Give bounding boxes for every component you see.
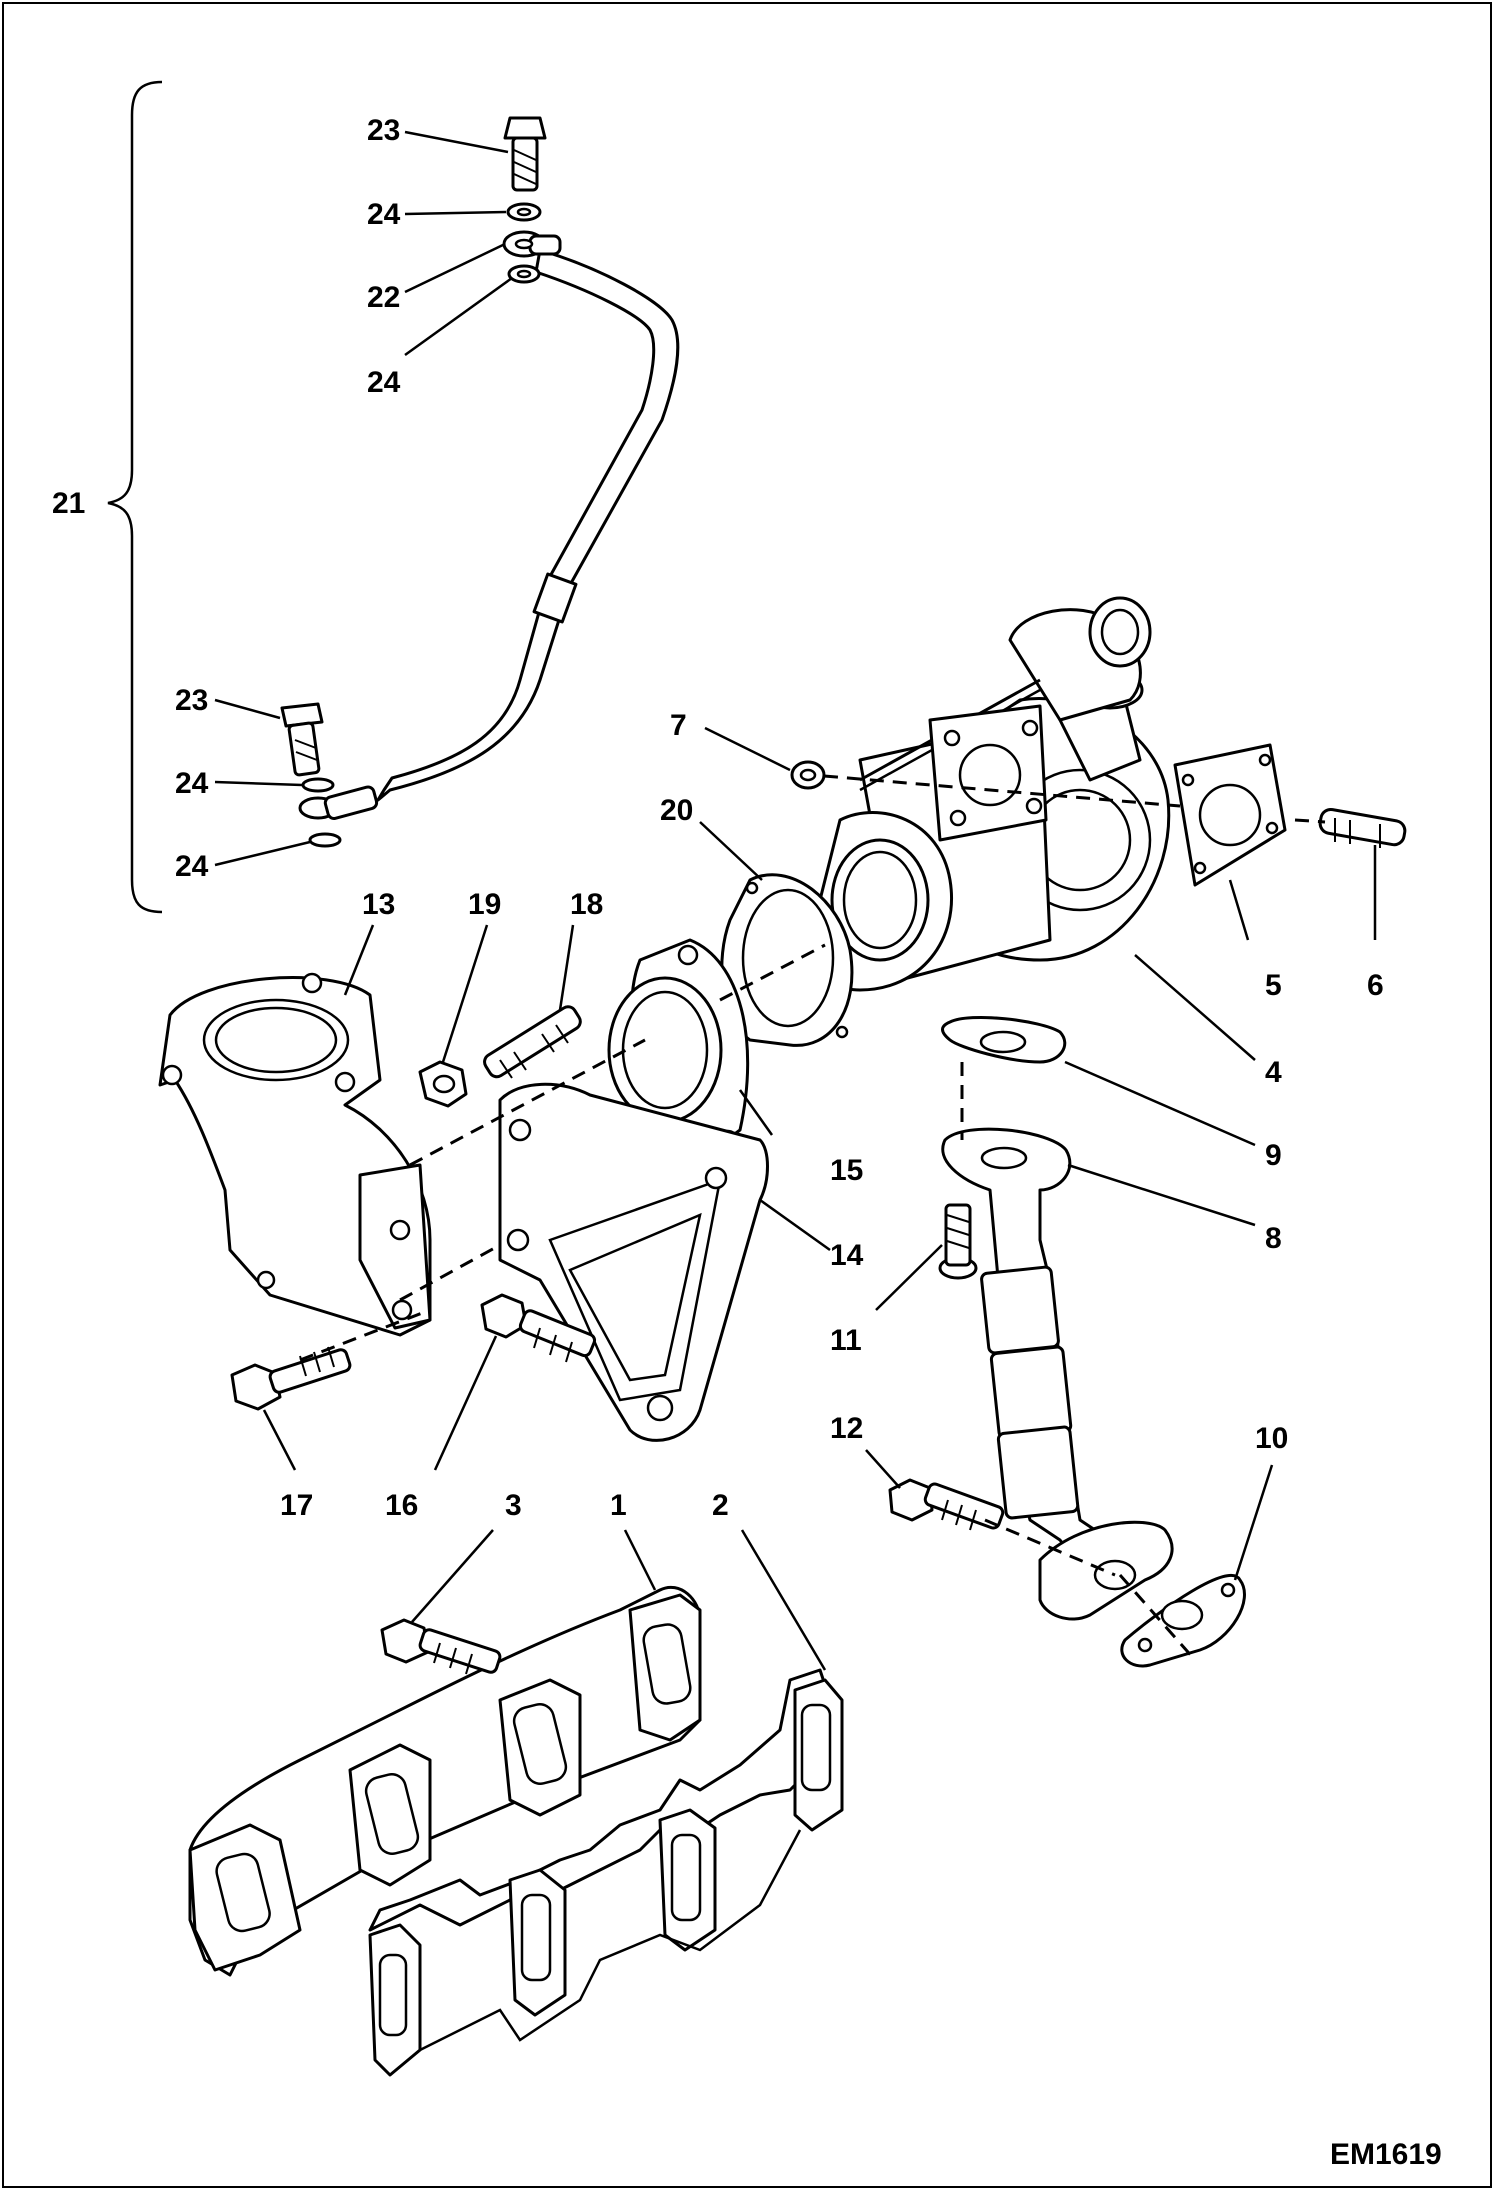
alignment-lines: [299, 774, 1326, 1661]
label-1: 1: [610, 1489, 627, 1522]
pipe-sleeve: [532, 572, 578, 624]
turbo-bracket: [498, 1082, 769, 1442]
label-23a: 23: [367, 114, 400, 147]
exhaust-elbow: [158, 972, 432, 1337]
label-22: 22: [367, 281, 400, 314]
turbo-adapter: [607, 938, 750, 1162]
turbo-nut: [790, 760, 826, 790]
label-13: 13: [362, 888, 395, 921]
turbocharger: [818, 596, 1171, 992]
label-15: 15: [830, 1154, 863, 1187]
label-16: 16: [385, 1489, 418, 1522]
banjo-fitting: [502, 230, 562, 258]
banjo-fitting-lower: [298, 785, 379, 820]
sealing-washer-lower-1: [301, 777, 335, 793]
label-14: 14: [830, 1239, 864, 1272]
sealing-washer-lower-2: [308, 832, 342, 848]
label-20: 20: [660, 794, 693, 827]
oil-drain-bolt-lower: [888, 1478, 1005, 1531]
adapter-stud: [483, 1005, 582, 1079]
label-6: 6: [1367, 969, 1384, 1002]
label-4: 4: [1265, 1056, 1282, 1089]
elbow-bolt: [230, 1346, 352, 1411]
label-17: 17: [280, 1489, 313, 1522]
label-12: 12: [830, 1412, 863, 1445]
banjo-bolt-upper: [503, 116, 547, 192]
oil-drain-gasket-lower: [1120, 1573, 1246, 1668]
label-3: 3: [505, 1489, 522, 1522]
label-24b: 24: [367, 366, 401, 399]
callout-labels: 23 24 22 24 21 23 24 24 7 20 5 6 4 9 8 1…: [52, 114, 1384, 1522]
adapter-nut: [418, 1060, 468, 1108]
label-11: 11: [830, 1324, 862, 1357]
label-9: 9: [1265, 1139, 1282, 1172]
label-2: 2: [712, 1489, 729, 1522]
label-7: 7: [670, 709, 687, 742]
label-10: 10: [1255, 1422, 1288, 1455]
drawing-code: EM1619: [1330, 2138, 1442, 2171]
oil-feed-pipe: [376, 248, 680, 802]
turbo-outlet-gasket: [1173, 743, 1287, 887]
label-18: 18: [570, 888, 603, 921]
label-24d: 24: [175, 850, 209, 883]
banjo-bolt-lower: [280, 702, 324, 777]
label-24c: 24: [175, 767, 209, 800]
oil-drain-pipe: [941, 1127, 1174, 1621]
label-8: 8: [1265, 1222, 1282, 1255]
oil-drain-bolt-upper: [938, 1203, 978, 1280]
label-5: 5: [1265, 969, 1282, 1002]
exhaust-manifold-gasket: [368, 1668, 844, 2077]
bracket-bolt: [480, 1293, 597, 1363]
leader-lines: [214, 130, 1377, 1671]
label-21: 21: [52, 487, 85, 520]
group-bracket-21: [107, 80, 163, 914]
label-23b: 23: [175, 684, 208, 717]
oil-drain-gasket-upper: [941, 1016, 1067, 1064]
manifold-bolt: [380, 1618, 502, 1675]
label-24a: 24: [367, 198, 401, 231]
turbo-stud: [1318, 807, 1407, 848]
label-19: 19: [468, 888, 501, 921]
exhaust-manifold: [188, 1585, 702, 1977]
